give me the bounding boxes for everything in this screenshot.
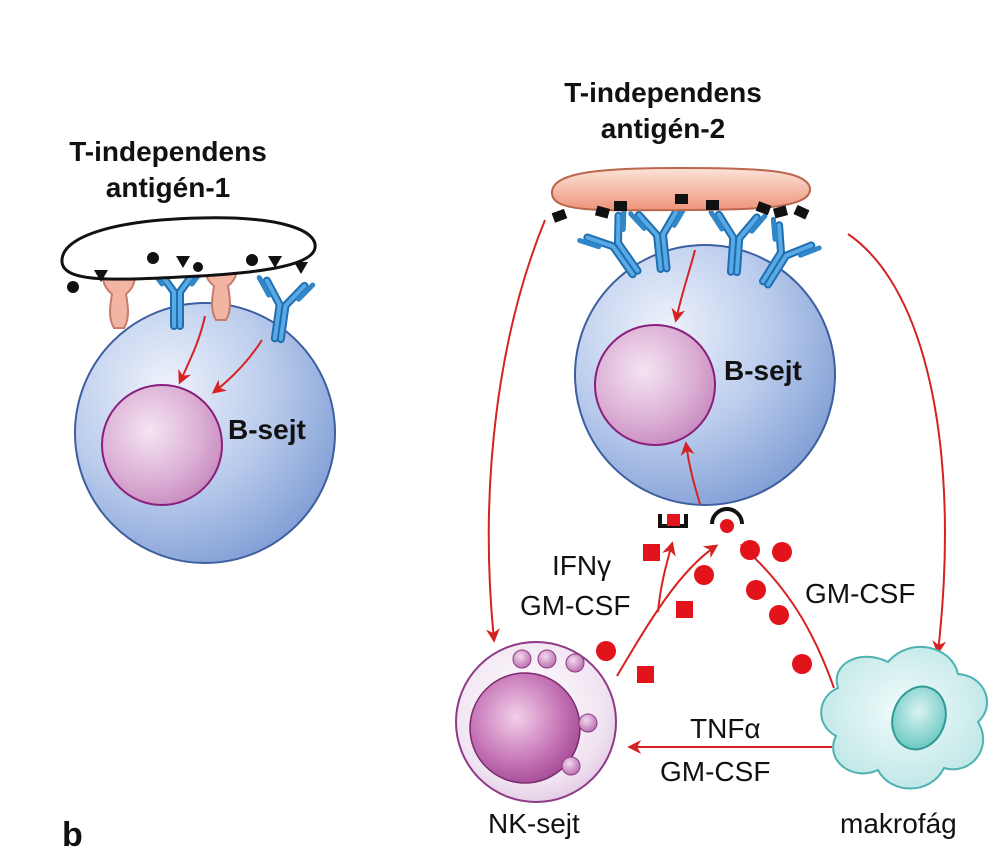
nk-cell-label: NK-sejt: [488, 808, 580, 839]
antigen-1-epitopes: [67, 252, 308, 293]
tnf-signal-line2: GM-CSF: [660, 756, 771, 787]
arrow-antigen-to-macrophage: [847, 233, 947, 655]
panel-letter: b: [62, 816, 83, 854]
arrow-1b: [211, 339, 263, 394]
nk-granules: [512, 649, 598, 776]
arrow-nk-to-b-circle: [616, 544, 719, 677]
macrophage: [820, 646, 988, 790]
arrow-nk-to-b-square: [657, 541, 676, 613]
macrophage-nucleus: [891, 685, 947, 751]
antigen-1: [60, 216, 317, 281]
arrow-1a: [178, 315, 206, 385]
nk-signal-line1: IFNγ: [552, 550, 612, 581]
arrow-antigen-to-nk: [485, 219, 546, 643]
arrow-membrane-to-nucleus: [680, 441, 701, 505]
b-cell-1-label: B-sejt: [228, 414, 306, 445]
nk-signal-line2: GM-CSF: [520, 590, 631, 621]
b-cell-2-label: B-sejt: [724, 355, 802, 386]
nk-cell: [455, 641, 617, 803]
panel-1: [60, 216, 336, 564]
arrow-antigen-to-nucleus: [671, 249, 696, 323]
cytokine-circles: [596, 540, 812, 674]
antigen-2-title-line2: antigén-2: [600, 113, 726, 144]
panel-2: [455, 166, 988, 803]
antigen-1-title-line1: T-independens: [69, 136, 267, 167]
antigen-1-title-line2: antigén-1: [105, 172, 231, 203]
antigen-2-epitopes: [551, 194, 810, 223]
tnf-signal-line1: TNFα: [690, 713, 761, 744]
cytokine-squares: [637, 544, 693, 683]
macrophage-signal-label: GM-CSF: [805, 578, 916, 609]
antigen-2-title-line1: T-independens: [564, 77, 762, 108]
cytokine-receptors: [658, 507, 744, 533]
nucleus-2: [594, 324, 716, 446]
macrophage-label: makrofág: [840, 808, 957, 839]
nucleus-1: [101, 384, 223, 506]
